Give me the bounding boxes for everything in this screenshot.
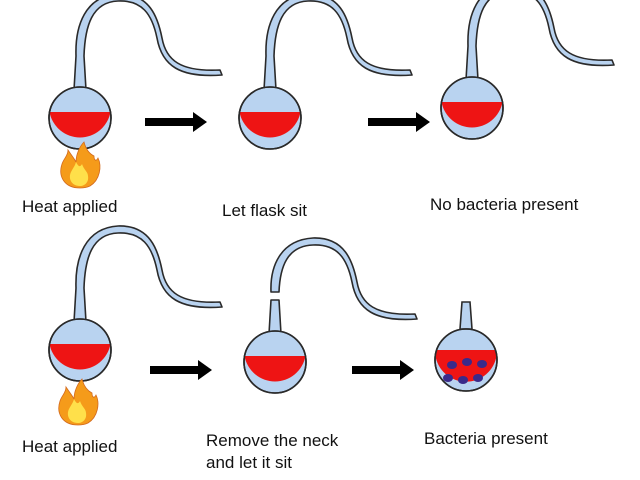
flame-icon — [60, 141, 101, 189]
bacteria-present-label: Bacteria present — [424, 429, 548, 448]
arrow-right-icon — [368, 112, 430, 132]
arrow-right-icon — [150, 360, 212, 380]
sterile-flask-icon — [440, 0, 615, 140]
bacteria-dot-icon — [458, 376, 468, 384]
heated-flask-icon — [48, 225, 223, 382]
contaminated-flask-icon — [434, 301, 498, 392]
arrow-right-icon — [352, 360, 414, 380]
remove-neck-label-line1: Remove the neck — [206, 431, 339, 450]
bacteria-dot-icon — [443, 374, 453, 382]
no-bacteria-label: No bacteria present — [430, 195, 579, 214]
arrow-right-icon — [145, 112, 207, 132]
bacteria-dot-icon — [477, 360, 487, 368]
bacteria-dot-icon — [462, 358, 472, 366]
bacteria-dot-icon — [473, 374, 483, 382]
remove-neck-label-line2: and let it sit — [206, 453, 292, 472]
heat-applied-label: Heat applied — [22, 437, 118, 456]
let-flask-sit-label: Let flask sit — [222, 201, 308, 220]
bacteria-dot-icon — [447, 361, 457, 369]
flame-icon — [58, 378, 99, 426]
bacteria-dots — [443, 358, 487, 384]
heat-applied-label: Heat applied — [22, 197, 118, 216]
sitting-flask-icon — [238, 0, 413, 150]
